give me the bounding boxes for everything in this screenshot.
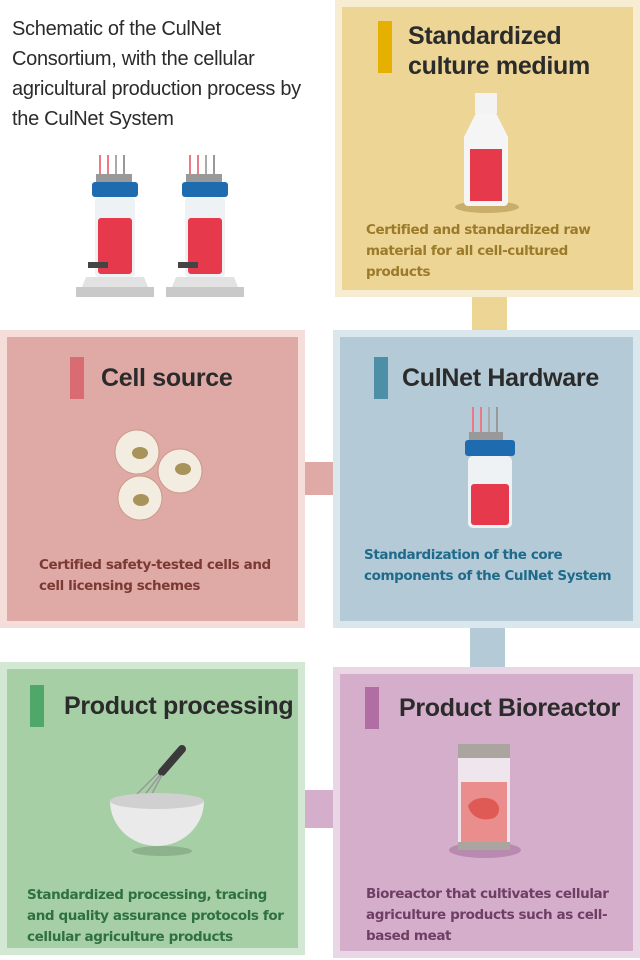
- box-culnet-hardware: CulNet Hardware Standardization of the c…: [333, 330, 640, 628]
- connector-hardware-bioreactor: [470, 620, 505, 670]
- box-product-bioreactor: Product Bioreactor Bioreactor that culti…: [333, 667, 640, 958]
- accent-bar: [378, 21, 392, 73]
- whisk-bowl-icon: [110, 745, 204, 856]
- page-title: Schematic of the CulNet Consortium, with…: [12, 18, 301, 130]
- box-description: Standardization of the core components o…: [364, 547, 612, 584]
- box-description: Standardized processing, tracing and qua…: [27, 887, 284, 945]
- box-heading: Product Bioreactor: [399, 694, 621, 722]
- box-product-processing: Product processing Standardized processi…: [0, 662, 305, 955]
- box-heading: Standardized culture medium: [408, 22, 590, 80]
- box-description: Bioreactor that cultivates cellular agri…: [366, 886, 609, 944]
- box-heading: CulNet Hardware: [402, 364, 599, 392]
- box-description: Certified and standardized raw material …: [366, 222, 591, 280]
- box-heading: Cell source: [101, 364, 233, 392]
- box-culture-medium: Standardized culture medium Certified an…: [335, 0, 640, 297]
- box-heading: Product processing: [64, 692, 294, 720]
- accent-bar: [30, 685, 44, 727]
- bioreactor-vessel-icon: [465, 407, 515, 528]
- connector-medium-hardware: [472, 290, 507, 336]
- box-description: Certified safety-tested cells and cell l…: [39, 557, 271, 594]
- bottle-icon: [455, 93, 519, 213]
- cells-icon: [114, 429, 203, 521]
- accent-bar: [365, 687, 379, 729]
- box-cell-source: Cell source Certified safety-tested cell…: [0, 330, 305, 628]
- accent-bar: [374, 357, 388, 399]
- meat-container-icon: [449, 744, 521, 858]
- accent-bar: [70, 357, 84, 399]
- bioreactors-illustration: [76, 154, 245, 298]
